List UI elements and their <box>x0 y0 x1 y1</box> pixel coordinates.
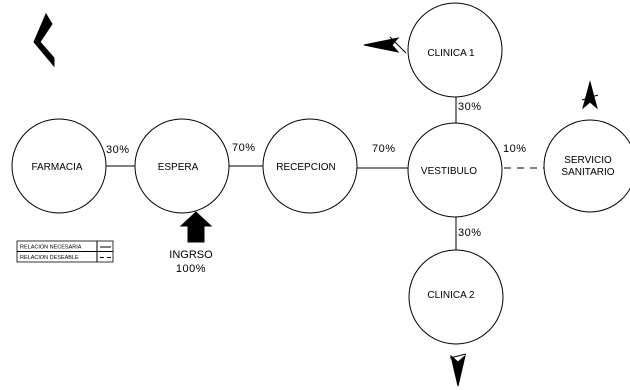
node-espera: ESPERA <box>134 118 230 214</box>
north-arrow-icon <box>33 12 55 68</box>
node-servicio-label-line2: SANITARIO <box>561 167 614 178</box>
node-recepcion-label: RECEPCION <box>276 162 335 173</box>
node-servicio-sanitario: SERVICIO SANITARIO <box>543 119 630 213</box>
node-espera-label: ESPERA <box>158 162 199 173</box>
pct-farmacia-espera: 30% <box>106 144 130 156</box>
exit-arrow-clinica2-icon <box>449 353 467 387</box>
node-vestibulo: VESTIBULO <box>407 122 503 218</box>
node-servicio-label-line1: SERVICIO <box>564 155 612 166</box>
node-farmacia-label: FARMACIA <box>31 162 82 173</box>
pct-espera-recepcion: 70% <box>232 142 256 154</box>
entrance-percent: 100% <box>176 263 206 275</box>
exit-arrow-servicio-icon <box>581 80 599 110</box>
legend-necesaria-label: RELACION NECESARIA <box>20 245 82 251</box>
pct-vestibulo-servicio: 10% <box>503 143 527 155</box>
entrance-arrow-icon <box>179 211 213 243</box>
entrance-label: INGRSO <box>169 249 213 261</box>
node-vestibulo-label: VESTIBULO <box>421 166 477 177</box>
pct-vestibulo-clinica1: 30% <box>458 101 482 113</box>
node-clinica-1-label: CLINICA 1 <box>427 48 475 59</box>
pct-vestibulo-clinica2: 30% <box>458 227 482 239</box>
node-clinica-2-label: CLINICA 2 <box>427 290 475 301</box>
legend: RELACION NECESARIA RELACION DESEABLE <box>16 240 114 263</box>
node-recepcion: RECEPCION <box>262 118 358 214</box>
pct-recepcion-vestibulo: 70% <box>372 143 396 155</box>
exit-arrow-clinica1-icon <box>363 36 407 54</box>
legend-deseable-label: RELACION DESEABLE <box>20 255 79 261</box>
node-clinica-2: CLINICA 2 <box>408 249 504 345</box>
node-farmacia: FARMACIA <box>11 118 107 214</box>
node-clinica-1: CLINICA 1 <box>407 2 503 98</box>
